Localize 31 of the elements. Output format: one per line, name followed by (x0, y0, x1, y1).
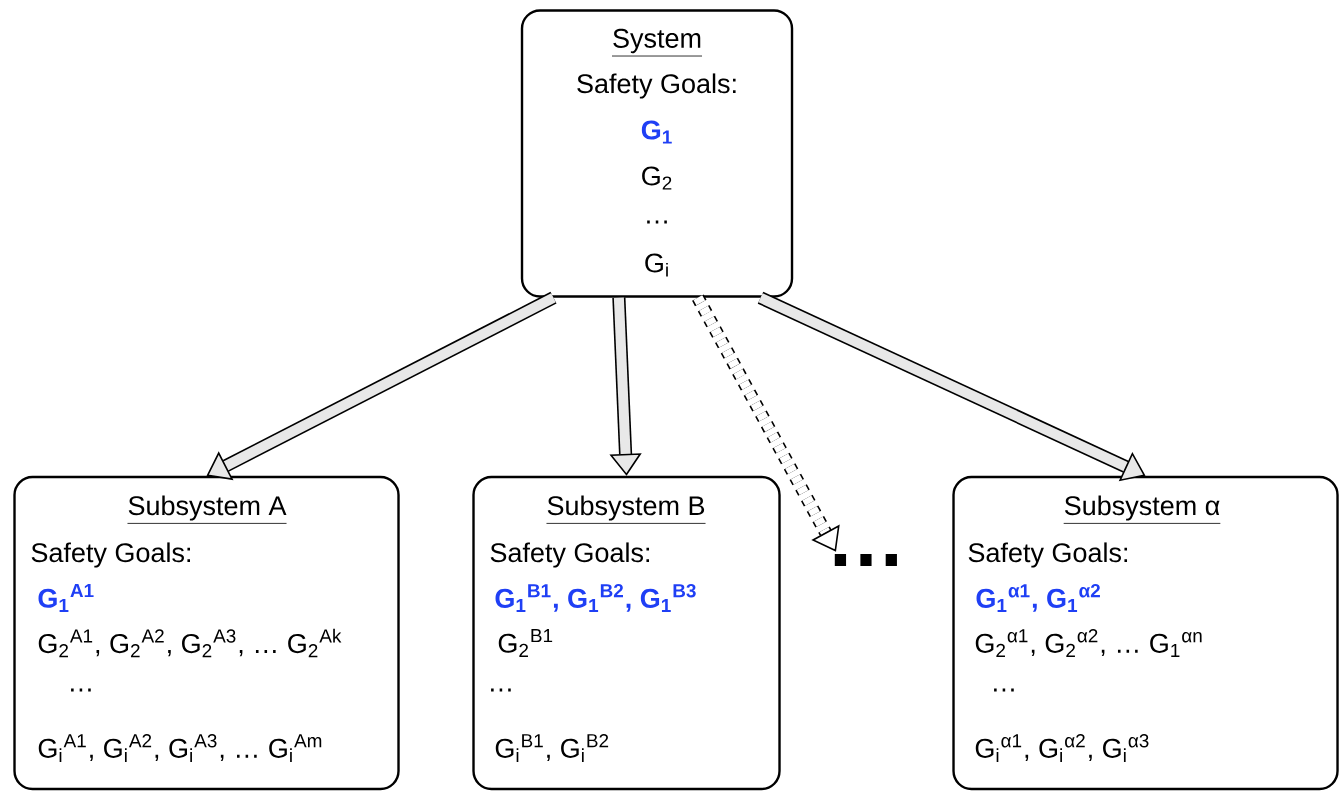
goal-text: G$_{i}$$^{α1}$, G$_{i}$$^{α2}$, G$_{i}$α3 (975, 734, 1149, 762)
goal-text: G$_{2}$ (642, 166, 672, 190)
box-title: Subsystem A (127, 495, 287, 524)
goal-text: G$_{2}$$^{A1}$, G$_{2}$$^{A2}$, G$_{2}$$^{A3}$, … G$_{2}$Ak (38, 628, 342, 658)
goal-text: … (994, 688, 1014, 692)
goal-text: G$_{i}$$^{A1}$, G$_{i}$$^{A2}$, G$_{i}$$^{A3}$, … G$_{i}$Am (38, 734, 322, 762)
goal-text: G$_{i}$$^{B1}$, G$_{i}$B2 (495, 734, 609, 762)
goal-text: G$_{1}$ (641, 120, 672, 144)
goal-text: G$_{2}$B1 (498, 629, 553, 657)
goal-text: Safety Goals: (490, 542, 649, 568)
goal-text: G$_{1}$$^{B1}$, G$_{1}$$^{B2}$, G$_{1}$B3 (495, 584, 696, 612)
box-title: System (611, 28, 703, 57)
goal-text: … (71, 688, 91, 692)
goal-text: G$_{2}$$^{α1}$, G$_{2}$$^{α2}$, … G$_{1}$αn (975, 629, 1202, 657)
box-title: Subsystem α (1063, 495, 1221, 524)
goal-text: G$_{i}$ (645, 253, 668, 277)
goal-text: … (491, 688, 511, 692)
goal-text: … (647, 220, 667, 224)
goal-text: G$_{1}$A1 (38, 584, 94, 612)
goal-text: Safety Goals: (31, 542, 190, 568)
ellipsis-text: … (834, 554, 897, 566)
block-arrow (692, 294, 840, 552)
block-arrow (206, 291, 557, 481)
subsystem-box (952, 475, 1339, 791)
goal-text: Safety Goals: (577, 73, 736, 99)
subsystem-box (472, 475, 781, 791)
goal-text: Safety Goals: (968, 542, 1127, 568)
system-box (520, 9, 794, 298)
box-title: Subsystem B (546, 495, 706, 524)
subsystem-box (13, 475, 400, 791)
goal-text: G$_{1}$$^{α1}$, G$_{1}$α2 (976, 584, 1100, 612)
